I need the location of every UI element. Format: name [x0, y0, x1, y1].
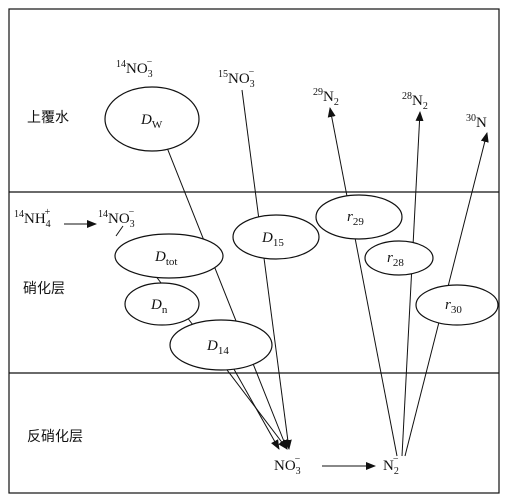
- species-label-n2-bottom: N2−: [383, 454, 399, 477]
- species-label-14no3: 14NO3−: [116, 57, 153, 80]
- zone-label-nitrification: 硝化层: [23, 281, 65, 297]
- rate-nodes: [104, 86, 499, 371]
- zone-label-overlying-water: 上覆水: [27, 110, 69, 126]
- arrow-r29-to-29n2: [327, 107, 398, 457]
- rate-label-r30: r30: [445, 297, 462, 316]
- rate-label-dn: Dn: [150, 297, 168, 316]
- species-label-29n2: 29N2: [313, 87, 339, 108]
- rate-label-r28: r28: [387, 250, 404, 269]
- species-label-28n2: 28N2: [402, 91, 428, 112]
- rate-label-dtot: Dtot: [154, 249, 177, 268]
- species-label-14no3-product: 14NO3−: [98, 207, 135, 230]
- nitrification-link: [115, 225, 124, 237]
- node-r29: [315, 194, 403, 240]
- species-label-no3-bottom: NO3−: [274, 454, 301, 477]
- species-label-15no3: 15NO3−: [218, 67, 255, 90]
- arrow-r28-to-28n2: [401, 111, 424, 457]
- node-r30: [415, 284, 499, 326]
- arrow-dw-to-no3: [155, 119, 288, 450]
- node-d15: [232, 214, 320, 260]
- node-dn: [124, 282, 200, 326]
- node-dtot: [114, 233, 224, 279]
- arrow-d15-no3: [241, 89, 292, 450]
- rate-label-dw: DW: [140, 112, 163, 131]
- node-dw: [104, 86, 200, 152]
- diagram-frame: [8, 8, 500, 494]
- rate-label-r29: r29: [347, 209, 364, 228]
- rate-label-d14: D14: [206, 338, 229, 357]
- species-label-30n: 30N: [466, 113, 487, 131]
- zone-label-denitrification: 反硝化层: [27, 429, 83, 445]
- node-d14: [169, 319, 273, 371]
- rate-label-d15: D15: [261, 230, 284, 249]
- node-r28: [364, 240, 434, 276]
- species-label-14nh4: 14NH4+: [14, 207, 51, 230]
